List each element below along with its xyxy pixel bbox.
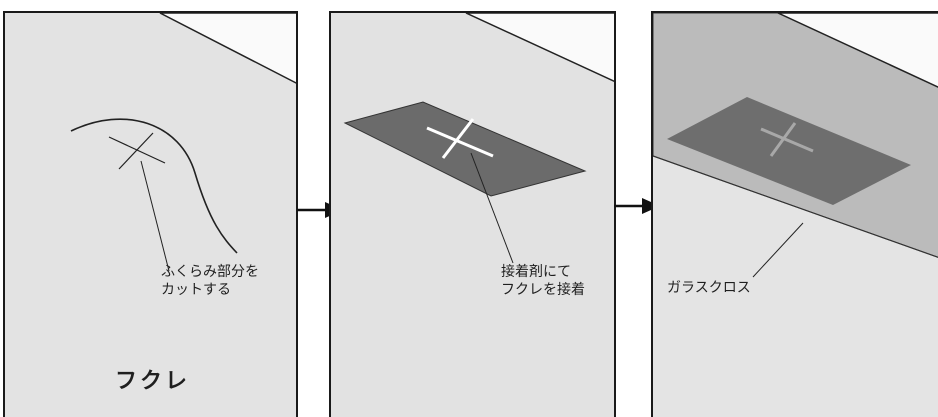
blister-outline [70, 118, 238, 254]
cut-line [118, 132, 154, 170]
cut-mark [769, 122, 797, 157]
step-1-note-line-1: ふくらみ部分を [161, 264, 259, 280]
step-2-note-line-1: 接着剤にて [501, 264, 571, 280]
step-3-panel: ガラスクロス [651, 11, 938, 417]
step-3-note: ガラスクロス [667, 279, 751, 297]
wall-corner-triangle [159, 13, 296, 84]
leader-line [140, 160, 170, 272]
step-3-note-line-1: ガラスクロス [667, 280, 751, 296]
wall-corner-triangle [777, 13, 938, 88]
leader-line [752, 222, 804, 278]
step-3-illustration [653, 13, 938, 417]
wall-corner-triangle [465, 13, 614, 82]
step-1-note: ふくらみ部分を カットする [161, 263, 259, 299]
step-1-illustration [5, 13, 296, 417]
step-1-note-line-2: カットする [161, 282, 231, 298]
adhesive-patch [343, 101, 587, 197]
step-1-title: フクレ [115, 369, 191, 394]
step-2-panel: 接着剤にて フクレを接着 [329, 11, 616, 417]
step-1-panel: ふくらみ部分を カットする フクレ [3, 11, 298, 417]
cut-mark [441, 118, 475, 159]
adhesive-patch [667, 97, 911, 205]
leader-line [470, 152, 514, 264]
cut-mark [426, 126, 494, 158]
step-2-note-line-2: フクレを接着 [501, 282, 585, 298]
cut-mark [760, 127, 814, 153]
step-2-illustration [331, 13, 614, 417]
step-2-note: 接着剤にて フクレを接着 [501, 263, 585, 299]
